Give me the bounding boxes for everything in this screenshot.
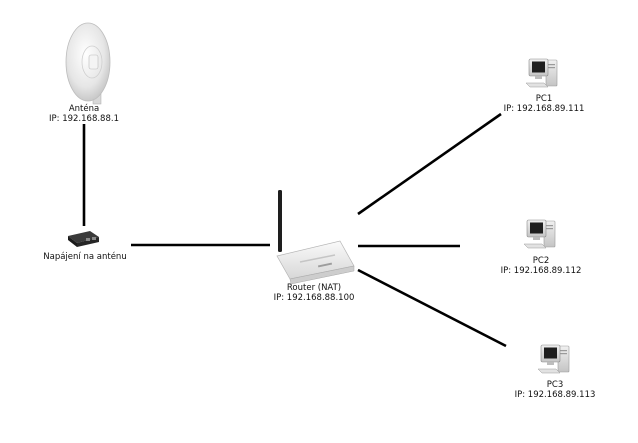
router-name: Router (NAT) (286, 283, 342, 293)
pc1-ip: IP: 192.168.89.111 (503, 104, 585, 114)
poe-injector-icon (68, 231, 99, 247)
poe-label: Napájení na anténu (30, 252, 140, 262)
desktop-computer-icon (525, 58, 558, 88)
desktop-computer-icon (523, 219, 556, 249)
router-ip: IP: 192.168.88.100 (273, 293, 355, 303)
pc3-label: PC3 IP: 192.168.89.113 (503, 380, 607, 400)
router-label: Router (NAT) IP: 192.168.88.100 (262, 283, 366, 303)
antenna-name: Anténa (68, 104, 100, 114)
antenna-label: Anténa IP: 192.168.88.1 (34, 104, 134, 124)
dish-antenna-icon (65, 22, 111, 105)
pc1-label: PC1 IP: 192.168.89.111 (492, 94, 596, 114)
pc1-name: PC1 (535, 94, 553, 104)
pc2-name: PC2 (532, 256, 550, 266)
links (82, 112, 507, 348)
pc2-label: PC2 IP: 192.168.89.112 (489, 256, 593, 276)
link-router-pc1 (357, 112, 502, 216)
pc3-name: PC3 (546, 380, 564, 390)
link-router-pc3 (357, 268, 507, 348)
poe-name: Napájení na anténu (43, 252, 127, 262)
wifi-router-icon (276, 190, 355, 285)
pc2-ip: IP: 192.168.89.112 (500, 266, 582, 276)
desktop-computer-icon (537, 344, 570, 374)
pc3-ip: IP: 192.168.89.113 (514, 390, 596, 400)
antenna-ip: IP: 192.168.88.1 (49, 114, 119, 124)
